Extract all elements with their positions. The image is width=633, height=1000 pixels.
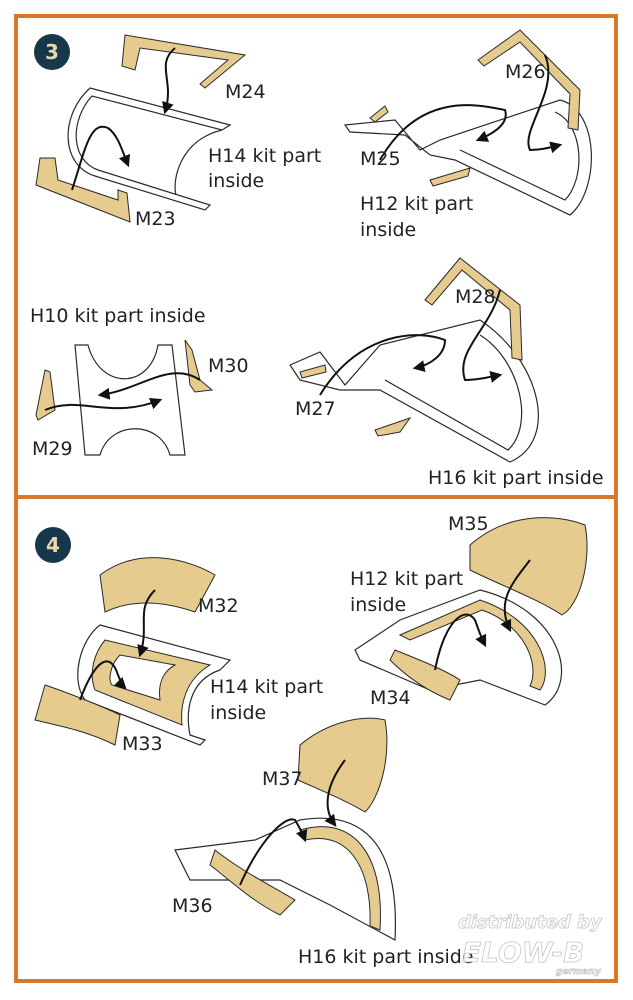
label-h14-line1: H14 kit part	[208, 145, 321, 167]
label-m27: M27	[295, 398, 336, 420]
label-h16-step4: H16 kit part inside	[298, 946, 474, 968]
step3-panel: 3 M24 M23 H14 kit part inside M26 M25 H1…	[30, 29, 604, 489]
decal-m29	[35, 369, 56, 421]
svg-text:3: 3	[45, 40, 59, 64]
label-m30: M30	[208, 355, 249, 377]
label-m23: M23	[135, 208, 176, 230]
label-h12-line2: inside	[360, 219, 416, 241]
label-m25: M25	[360, 148, 401, 170]
decal-m28	[424, 257, 523, 361]
label-h12-line1: H12 kit part	[360, 193, 473, 215]
svg-text:distributed by: distributed by	[458, 912, 603, 933]
decal-m26	[477, 29, 581, 131]
svg-text:ELOW-B: ELOW-B	[462, 936, 584, 969]
decal-m27	[299, 364, 412, 437]
label-m34: M34	[370, 687, 411, 709]
svg-text:4: 4	[46, 533, 60, 557]
label-h14-line2-step4: inside	[210, 702, 266, 724]
distributor-watermark: distributed by ELOW-B germany	[458, 912, 604, 978]
label-m24: M24	[225, 81, 266, 103]
decal-m33	[34, 684, 121, 746]
label-m32: M32	[198, 595, 239, 617]
h14-part-step3	[67, 87, 232, 211]
label-m37: M37	[262, 768, 303, 790]
decal-m34	[389, 649, 461, 701]
decal-m23	[35, 157, 131, 223]
step3-badge: 3	[34, 34, 70, 70]
h16-part-step4	[174, 817, 397, 941]
label-h14-line1-step4: H14 kit part	[210, 676, 323, 698]
label-h12-line2-step4: inside	[350, 594, 406, 616]
decal-h16-inner-step4	[299, 826, 381, 931]
h10-part-step3	[74, 344, 186, 456]
label-h16-step3: H16 kit part inside	[428, 467, 604, 489]
step4-panel: 4 M32 M33 H14 kit part inside M35 H12 ki…	[34, 513, 588, 968]
label-m28: M28	[455, 286, 496, 308]
svg-text:germany: germany	[556, 967, 602, 977]
label-h14-line2: inside	[208, 170, 264, 192]
step4-badge: 4	[35, 527, 71, 563]
decal-h14-frame-step4	[91, 639, 212, 726]
decal-m32	[99, 557, 216, 613]
decal-m30	[184, 339, 214, 393]
label-m36: M36	[172, 895, 213, 917]
decal-m35	[469, 517, 588, 616]
label-m33: M33	[122, 733, 163, 755]
label-m29: M29	[32, 438, 73, 460]
step4-frame	[14, 495, 618, 983]
label-h10: H10 kit part inside	[30, 305, 206, 327]
decal-m36	[209, 849, 296, 916]
label-m35: M35	[448, 513, 489, 535]
decal-m24	[121, 34, 247, 89]
label-m26: M26	[505, 61, 546, 83]
decal-m25	[369, 105, 471, 187]
label-h12-line1-step4: H12 kit part	[350, 568, 463, 590]
